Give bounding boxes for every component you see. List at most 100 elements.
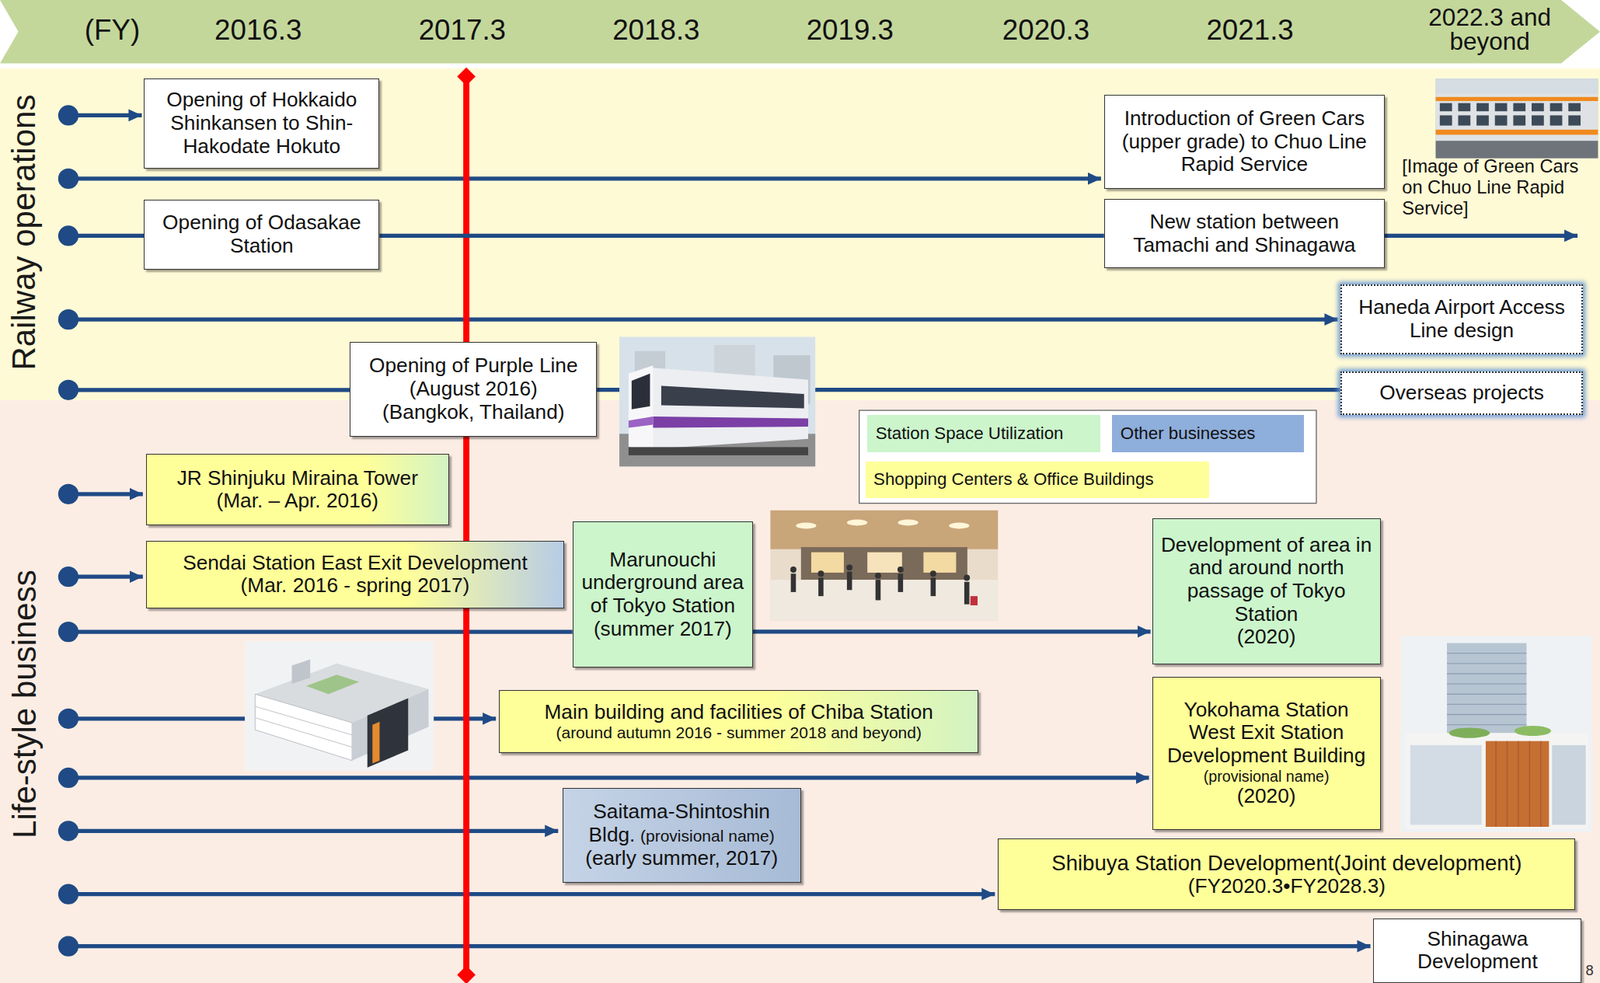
year-label: 2022.3 and beyond [1408,5,1572,55]
legend-frame [859,410,1317,504]
person-head [897,566,904,573]
train-stripe [628,416,654,428]
ceiling-light [948,522,970,530]
train-window [1457,115,1471,126]
person-head [817,570,824,577]
box-text: (provisional name) [1203,767,1330,785]
marunouchi-rendering [770,510,998,621]
project-box: JR Shinjuku Miraina Tower(Mar. – Apr. 20… [146,453,450,526]
roof-garden [1514,725,1552,736]
person-head [846,564,853,571]
project-box: Yokohama Station West Exit Station Devel… [1152,676,1381,830]
start-dot [58,484,79,505]
train-window [1550,115,1563,126]
timeline-header-arrow [0,0,1600,63]
timeline-line [68,233,144,238]
box-text: JR Shinjuku Miraina Tower [177,466,419,490]
start-dot [58,621,79,642]
timeline-arrow [68,829,558,834]
timeline-line [68,629,573,634]
milestone-box: Opening of Purple Line (August 2016)(Ban… [349,341,597,437]
train-windows [1439,103,1581,126]
box-text: Sendai Station East Exit Development [182,550,528,575]
timeline-arrow [68,491,143,496]
project-box: Main building and facilities of Chiba St… [498,690,979,753]
timeline-connector [752,629,1151,634]
shop-front [811,552,844,573]
person-head [963,575,970,582]
ceiling-light [898,519,919,527]
person [847,571,853,591]
podium [1406,732,1589,829]
train-windows [661,386,805,409]
milestone-box: Introduction of Green Cars (upper grade)… [1104,94,1385,189]
tower-floors [1446,653,1527,726]
milestone-box: New station between Tamachi and Shinagaw… [1104,198,1385,269]
timeline-arrow [68,113,143,118]
box-text: (around autumn 2016 - summer 2018 and be… [555,723,921,742]
photo-sky [619,336,816,467]
current-year-line [463,73,470,977]
roof-tower [292,659,311,685]
box-text: Shibuya Station Development(Joint develo… [1051,850,1522,875]
project-box: Shinagawa Development [1373,918,1582,983]
start-dot [58,104,79,126]
train-windshield [631,373,651,410]
people [790,564,970,604]
train-window [1531,115,1545,126]
year-label: 2018.3 [554,13,759,47]
facade-fins [1495,741,1541,827]
train-window [1568,115,1581,126]
front-facade [254,693,353,760]
year-label: 2019.3 [748,13,953,47]
train-stripe [1436,129,1599,136]
ceiling-light [847,519,868,527]
roof-garden [1449,728,1491,739]
podium-glass [1551,745,1586,825]
plan-box: Overseas projects [1340,371,1583,415]
train-window [1512,115,1526,126]
box-text: (provisional name) [640,826,775,845]
plan-box: Haneda Airport Access Line design [1340,284,1583,354]
timeline-rows [68,115,1578,946]
facade-lines [254,706,353,748]
box-text: (2020) [1237,624,1297,649]
rendering-ground [244,641,434,771]
box-text: Haneda Airport Access Line design [1358,295,1566,342]
box-text: (summer 2017) [593,616,733,641]
start-dot [58,820,79,841]
photo-sky [1436,78,1599,95]
box-text: Opening of Hokkaido Shinkansen to Shin-H… [166,87,357,157]
year-label: 2021.3 [1147,13,1353,47]
milestone-box: Opening of Hokkaido Shinkansen to Shin-H… [143,78,380,169]
ceiling-light [795,522,816,530]
train-window [1531,103,1545,112]
timeline-line [68,716,245,721]
box-text: Marunouchi underground area of Tokyo Sta… [582,547,745,617]
box-text: (2020) [1237,784,1297,808]
glass-block [367,698,409,768]
train-bogie [628,446,809,456]
purple-line-photo [619,336,816,467]
shop-front [867,552,903,573]
box-text: (Bangkok, Thailand) [382,400,565,424]
timeline-connector [379,233,1104,238]
train-window [1439,103,1453,112]
timeline-arrow [68,575,143,579]
marker-diamond [456,965,476,983]
person [818,577,824,597]
box-text: (early summer, 2017) [585,846,778,870]
podium-facade [1485,741,1549,827]
train-window [1512,103,1526,112]
start-dot [58,708,79,729]
image-caption: [Image of Green Cars on Chuo Line Rapid … [1401,156,1596,220]
legend-entry: Other businesses [1111,414,1304,452]
start-dot [58,936,79,957]
floor [770,579,998,621]
box-text: New station between Tamachi and Shinagaw… [1132,209,1356,257]
shop-front [923,552,956,573]
person [898,573,904,593]
train-window [1457,103,1471,112]
start-dot [58,566,79,587]
page-number: 8 [1586,963,1599,978]
